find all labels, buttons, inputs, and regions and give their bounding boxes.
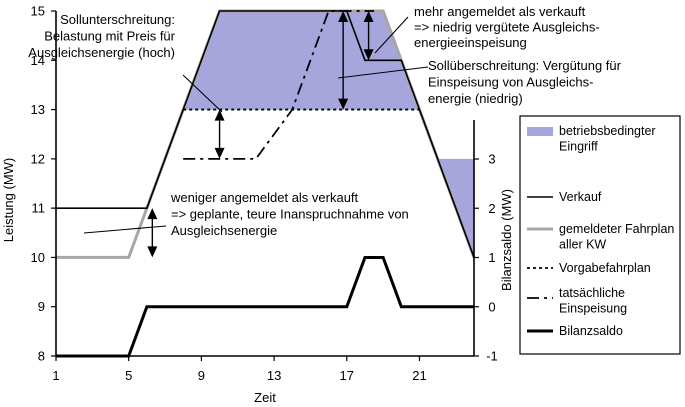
annotation-sollueber-line: Sollüberschreitung: Vergütung für: [428, 58, 622, 73]
legend-label-vorgabe: Vorgabefahrplan: [559, 261, 651, 275]
annotation-sollueber-line: energie (niedrig): [428, 91, 523, 106]
arrow-mehr-head-bottom: [363, 49, 374, 61]
arrow-sollueber-head-top: [338, 11, 349, 22]
x-tick-label: 21: [412, 368, 426, 383]
legend-swatch-eingriff: [527, 127, 553, 136]
annotation-weniger-line: weniger angemeldet als verkauft: [170, 190, 359, 205]
x-axis-title: Zeit: [254, 390, 276, 405]
arrow-weniger-head-bottom: [147, 246, 158, 258]
pointer-sollueber: [337, 66, 429, 79]
legend-label-tatsaechlich: tatsächliche: [559, 286, 625, 300]
arrows-layer: [83, 11, 429, 258]
legend-label-gemeldet: aller KW: [559, 238, 606, 252]
legend-label-gemeldet: gemeldeter Fahrplan: [559, 222, 674, 236]
y2-tick-label: 0: [488, 299, 495, 314]
annotations-layer: Sollunterschreitung: Belastung mit Preis …: [28, 4, 621, 238]
annotation-sollunter-line: Sollunterschreitung:: [60, 12, 175, 27]
series-line-4: [56, 256, 474, 358]
x-tick-label: 9: [198, 368, 205, 383]
y2-tick-label: 3: [488, 152, 495, 167]
arrow-weniger-head-top: [147, 208, 158, 220]
annotation-sollunter-line: Ausgleichsenergie (hoch): [28, 45, 175, 60]
legend-label-eingriff: Eingriff: [559, 140, 598, 154]
arrow-sollunter-head-bottom: [214, 147, 225, 159]
annotation-weniger-line: Ausgleichsenergie: [171, 223, 277, 238]
y-tick-label: 8: [38, 349, 45, 364]
x-tick-label: 1: [52, 368, 59, 383]
annotation-mehr-line: => niedrig vergütete Ausgleichs-: [414, 20, 600, 35]
series-line-3: [183, 10, 375, 160]
series-layer: [56, 9, 476, 358]
arrow-sollueber-head-bottom: [338, 98, 349, 110]
legend-label-bilanz: Bilanzsaldo: [559, 324, 623, 338]
y2-tick-label: -1: [486, 349, 498, 364]
y2-tick-label: 1: [488, 250, 495, 265]
annotation-mehr-line: energieeinspeisung: [414, 35, 527, 50]
legend-label-eingriff: betriebsbedingter: [559, 124, 656, 138]
eingriff-area-main: [183, 11, 420, 110]
arrow-mehr-head-top: [363, 11, 374, 22]
y2-axis-title: Bilanzsaldo (MW): [499, 189, 514, 291]
legend-box: [519, 115, 681, 355]
y2-tick-label: 2: [488, 201, 495, 216]
y-tick-label: 11: [32, 201, 46, 216]
y-tick-label: 10: [31, 250, 45, 265]
y-axis-title: Leistung (MW): [1, 158, 16, 243]
x-tick-label: 17: [340, 368, 354, 383]
series-line-0: [56, 10, 475, 258]
y-tick-label: 14: [31, 53, 45, 68]
pointer-sollunter: [182, 74, 223, 113]
y-tick-label: 15: [31, 4, 45, 19]
y-tick-label: 13: [31, 102, 45, 117]
y-tick-label: 12: [31, 151, 45, 166]
annotation-sollueber-line: Einspeisung von Ausgleichs-: [428, 75, 594, 90]
annotation-mehr-line: mehr angemeldet als verkauft: [414, 4, 586, 19]
pointer-mehr: [374, 16, 409, 54]
y-tick-label: 9: [38, 299, 45, 314]
pointer-weniger: [83, 225, 167, 234]
x-tick-label: 13: [267, 368, 281, 383]
annotation-sollunter-line: Belastung mit Preis für: [44, 29, 175, 44]
legend-label-verkauf: Verkauf: [559, 190, 602, 204]
legend-label-tatsaechlich: Einspeisung: [559, 302, 627, 316]
x-tick-label: 5: [125, 368, 132, 383]
arrow-sollunter-head-top: [214, 109, 225, 121]
annotation-weniger-line: => geplante, teure Inanspruchnahme von: [171, 207, 409, 222]
